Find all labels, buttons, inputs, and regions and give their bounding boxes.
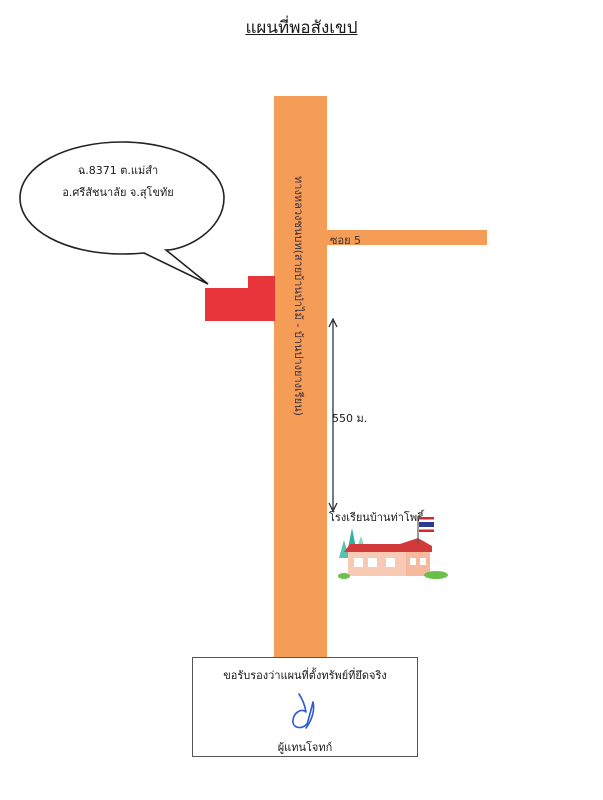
handwritten-signature: [292, 693, 315, 729]
property-marker: [205, 276, 275, 321]
certification-box: ขอรับรองว่าแผนที่ตั้งทรัพย์ที่ยึดจริง ผู…: [192, 657, 418, 757]
certification-text: ขอรับรองว่าแผนที่ตั้งทรัพย์ที่ยึดจริง: [223, 669, 387, 682]
main-road: [274, 96, 327, 664]
location-line-1: ฉ.8371 ต.แม่สำ: [77, 164, 159, 177]
location-text: ฉ.8371 ต.แม่สำ อ.ศรีสัชนาลัย จ.สุโขทัย: [28, 160, 208, 204]
location-line-2: อ.ศรีสัชนาลัย จ.สุโขทัย: [62, 186, 174, 199]
speech-bubble: [19, 141, 225, 285]
signer-label: ผู้แทนโจทก์: [277, 741, 333, 754]
school-label: โรงเรียนบ้านท่าโพธิ์: [329, 511, 424, 524]
map-title: แผนที่พอสังเขป: [245, 18, 358, 38]
side-road-soi-5: [327, 230, 487, 245]
school-icon: [338, 516, 448, 579]
distance-label: 550 ม.: [332, 412, 368, 425]
side-road-label: ซอย 5: [330, 234, 362, 247]
main-road-label: ทางหลวงชนบท(สายบ้านป่าไม้ - บ้านปางยางเร…: [292, 176, 305, 416]
distance-arrow: [328, 317, 338, 513]
